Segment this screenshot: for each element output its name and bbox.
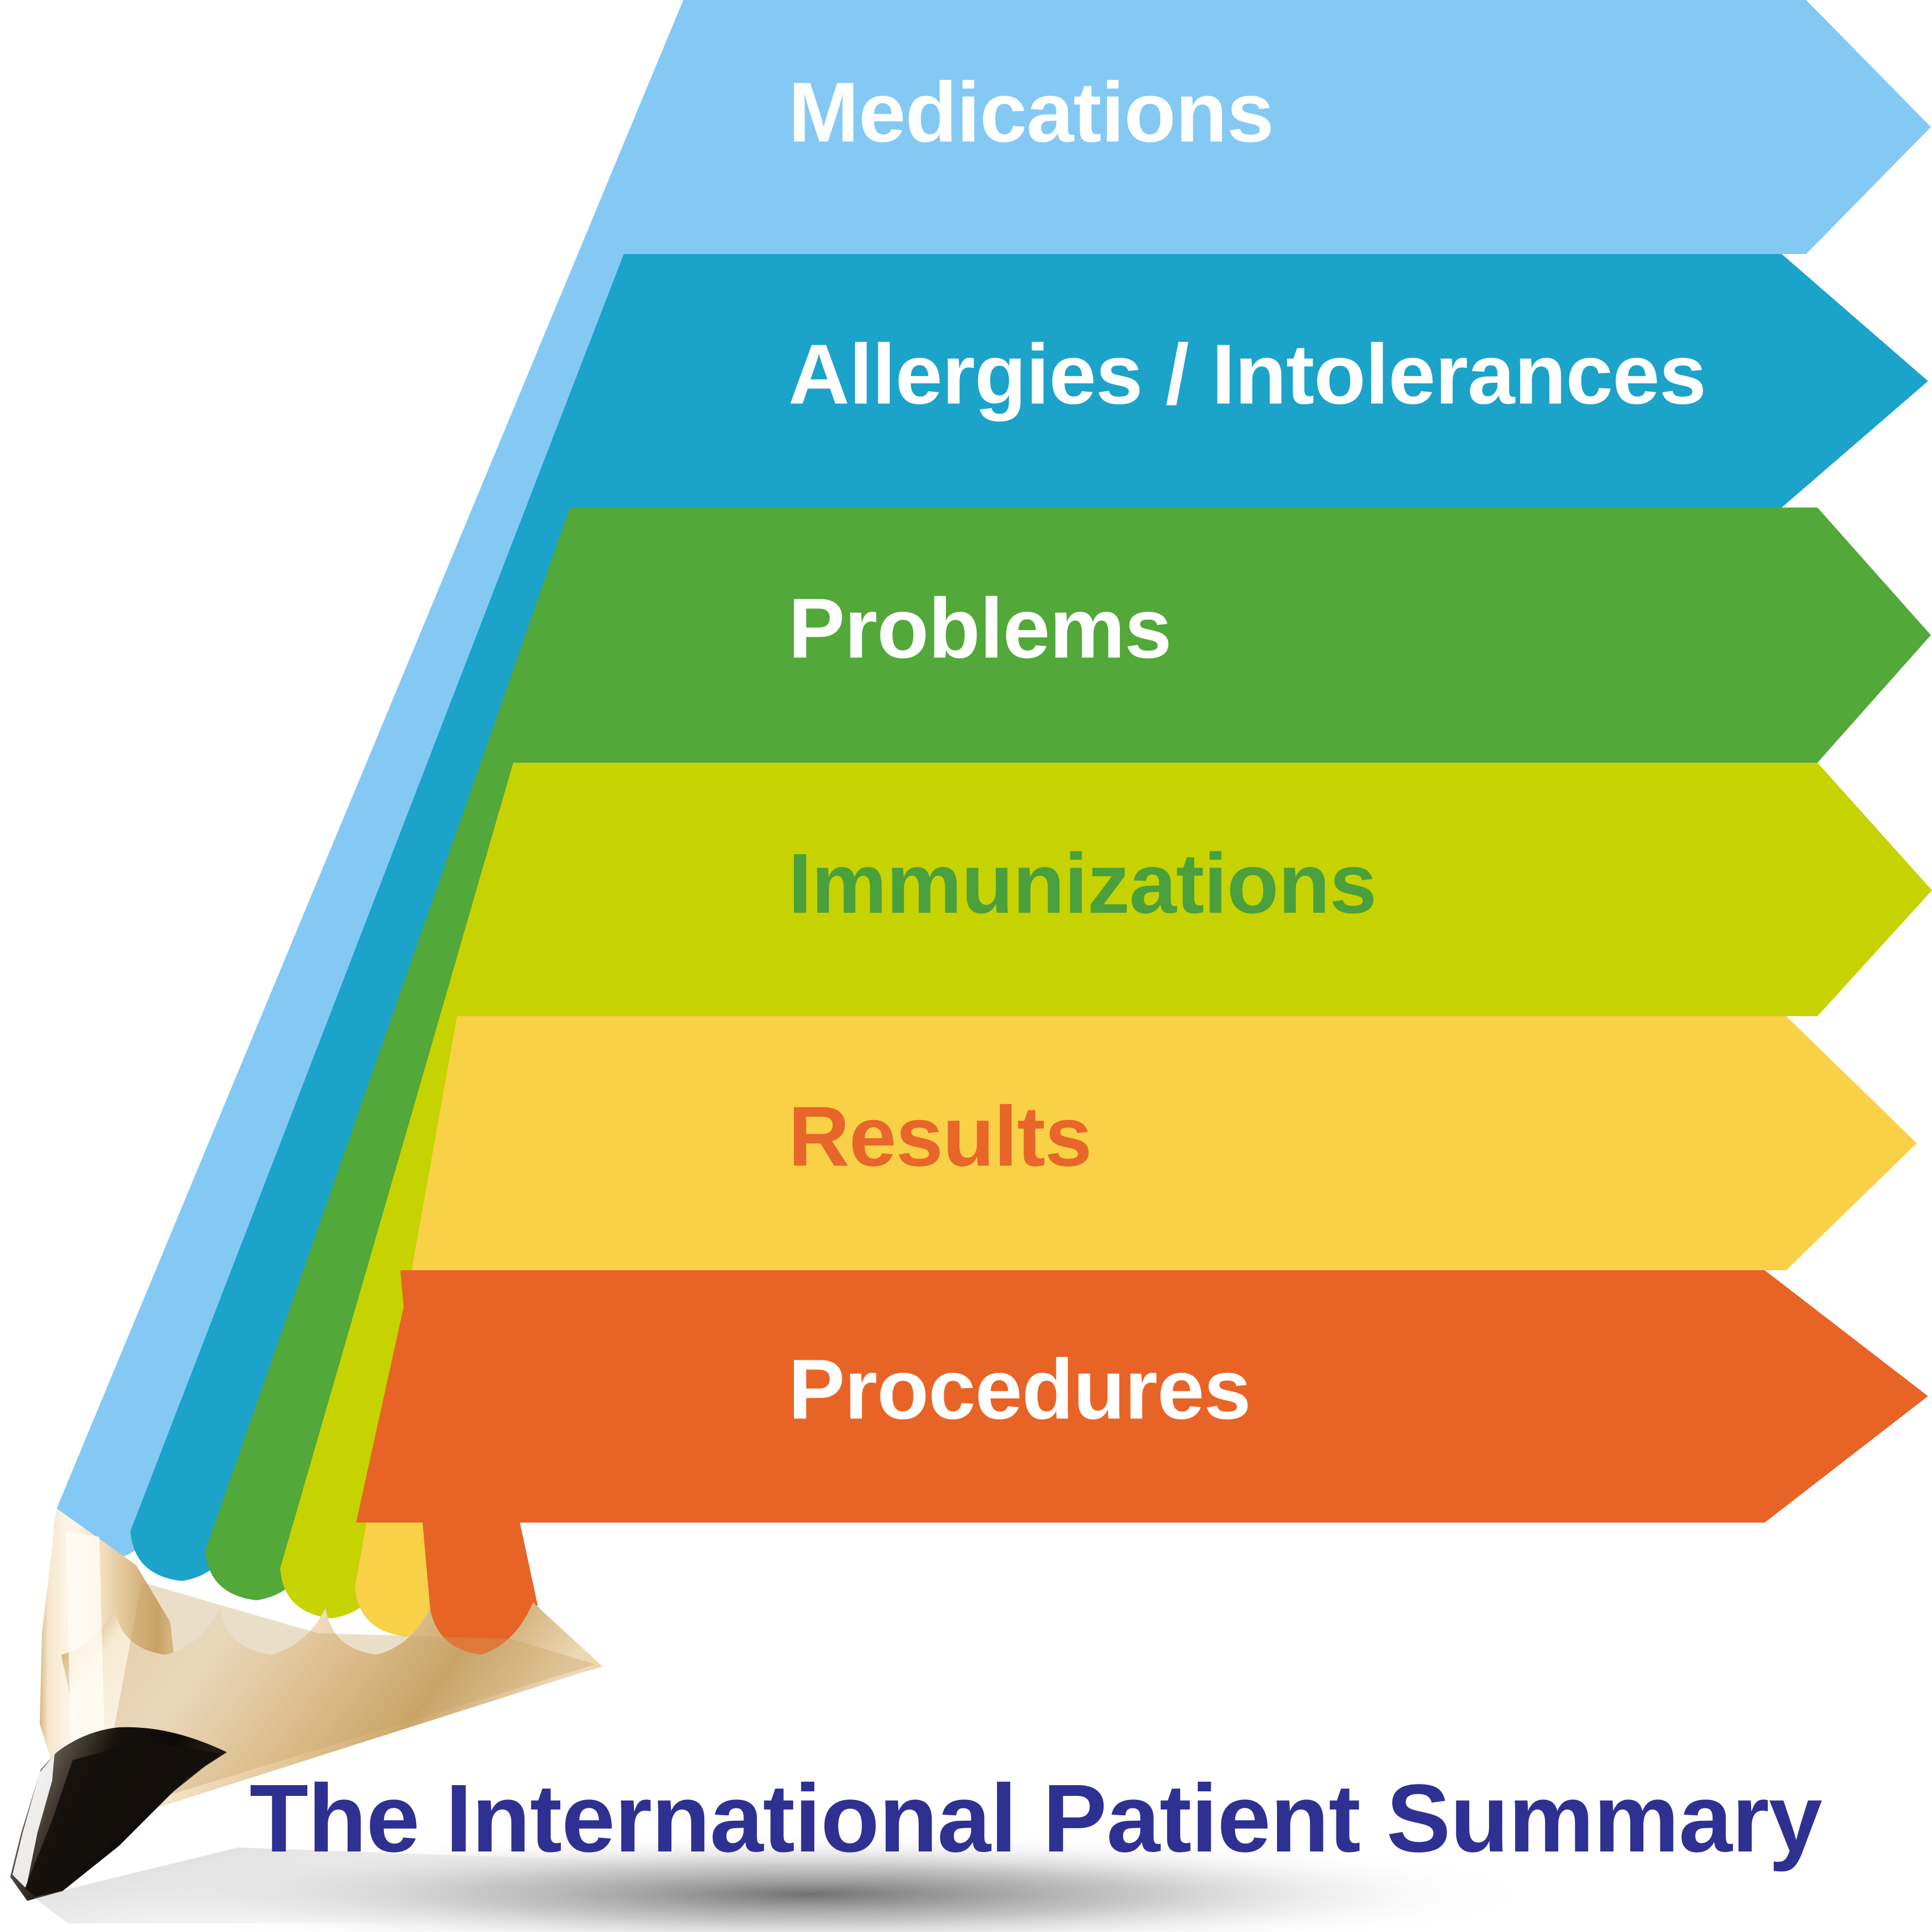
tip-cast-shadow	[34, 1848, 907, 1923]
page-title: The International Patient Summary	[250, 1765, 1822, 1872]
pencil-cone-shading	[111, 1582, 595, 1795]
band-immunizations[interactable]: Immunizations	[466, 763, 1932, 1016]
band-allergies[interactable]: Allergies / Intolerances	[577, 254, 1928, 508]
band-problems-label: Problems	[788, 581, 1172, 676]
band-immunizations-label: Immunizations	[788, 836, 1376, 931]
band-immunizations-shape	[466, 763, 1932, 1016]
band-procedures[interactable]: Procedures	[356, 1270, 1928, 1523]
band-problems-shape	[522, 508, 1931, 763]
band-medications-label: Medications	[788, 65, 1274, 160]
band-problems[interactable]: Problems	[522, 508, 1931, 763]
graphite-highlight	[12, 1755, 54, 1888]
band-medications-shape	[631, 0, 1931, 254]
ground-shadow	[34, 1833, 1542, 1932]
graphite-core-dark	[25, 1741, 221, 1897]
band-medications[interactable]: Medications	[631, 0, 1931, 254]
band-results-shape	[412, 1016, 1917, 1270]
band-procedures-label: Procedures	[788, 1342, 1250, 1437]
band-results[interactable]: Results	[412, 1016, 1917, 1270]
band-arrows: Medications Allergies / Intolerances Pro…	[356, 0, 1932, 1523]
pencil-graphite-tip	[10, 1727, 227, 1901]
band-procedures-shape	[356, 1270, 1928, 1523]
band-allergies-shape	[577, 254, 1928, 508]
band-results-label: Results	[788, 1089, 1092, 1184]
band-allergies-label: Allergies / Intolerances	[788, 327, 1706, 422]
pencil-highlight	[66, 1531, 105, 1764]
